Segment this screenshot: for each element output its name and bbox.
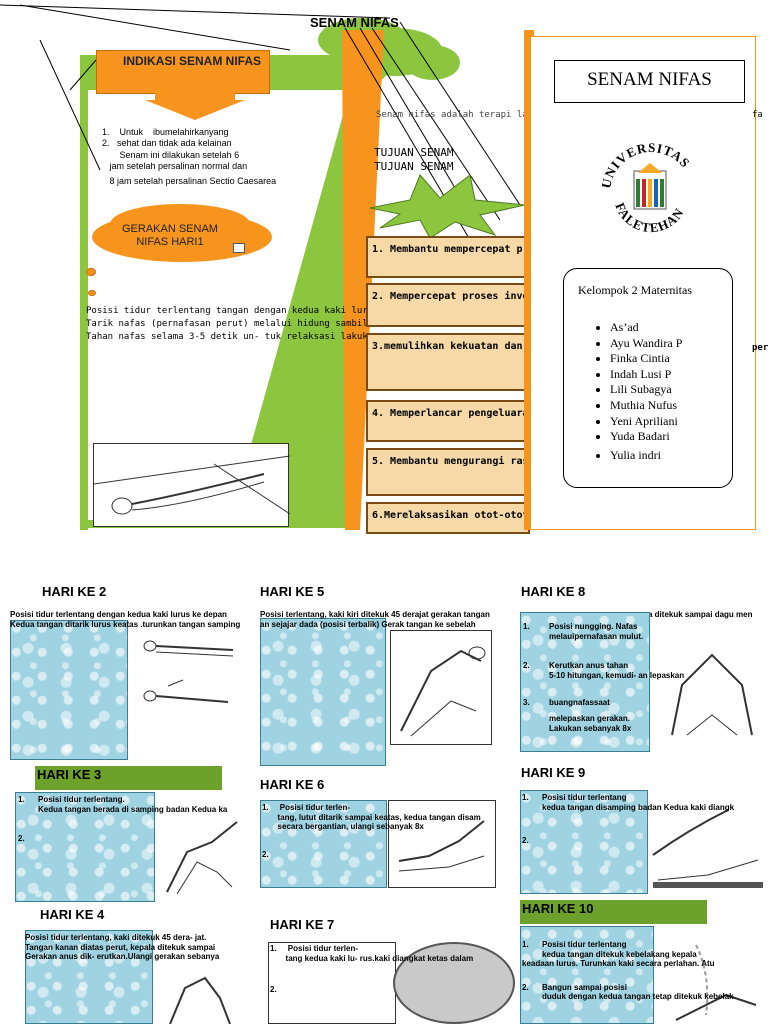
day10-header-bar xyxy=(520,900,707,924)
day8-title: HARI KE 8 xyxy=(521,584,586,599)
day8-item: 1.Posisi nungging. Nafas xyxy=(523,622,638,631)
step-4: 4. Memperlancar pengeluaran xyxy=(366,400,530,442)
member-list: As’ad Ayu Wandira P Finka Cintia Indah L… xyxy=(578,320,722,463)
exercise-image-day6 xyxy=(388,800,496,888)
day4-title: HARI KE 4 xyxy=(40,907,105,922)
exercise-image-day10 xyxy=(656,935,768,1024)
posisi-text: Posisi tidur terlentang tangan dengan ke… xyxy=(86,306,366,342)
decor-lines xyxy=(0,4,521,530)
day5-text: Posisi terlentang, kaki kiri ditekuk 45 … xyxy=(260,610,490,629)
water-panel xyxy=(15,792,155,902)
group-box: Kelompok 2 Maternitas As’ad Ayu Wandira … xyxy=(563,268,733,488)
day10-text: 1. Posisi tidur terlentang kedua tangan … xyxy=(522,940,734,1002)
fragment-text: fa xyxy=(752,110,763,120)
cloud-bubble xyxy=(88,290,96,296)
member-item: Yeni Apriliani xyxy=(610,414,722,430)
cloud-bubble xyxy=(86,268,96,276)
water-panel xyxy=(260,800,387,888)
member-item: Yulia indri xyxy=(610,448,722,464)
group-title: Kelompok 2 Maternitas xyxy=(578,283,692,297)
panel-edge xyxy=(524,30,534,530)
step-1: 1. Membantu mempercepat p xyxy=(366,236,530,278)
university-logo: UNIVERSITAS FALETEHAN xyxy=(598,135,704,235)
member-item: Muthia Nufus xyxy=(610,398,722,414)
day9-title: HARI KE 9 xyxy=(521,765,586,780)
brochure-cover xyxy=(530,36,756,530)
day8-list: 1.Posisi nungging. Nafas melauipernafasa… xyxy=(523,622,713,733)
senam-desc: Senam nifas adalah terapi lati xyxy=(376,110,539,120)
indikasi-item: Senam ini dilakukan setelah 6 xyxy=(102,149,240,160)
day8-item: 2.Kerutkan anus tahan xyxy=(523,661,629,671)
day6-title: HARI KE 6 xyxy=(260,777,325,792)
header-title: SENAM NIFAS xyxy=(310,15,399,30)
day9-text: 1. Posisi tidur terlentang kedua tangan … xyxy=(522,793,735,846)
indikasi-item: 8 jam setelah persalinan Sectio Caesarea xyxy=(102,176,277,186)
small-frame xyxy=(233,243,245,253)
water-panel xyxy=(520,926,654,1024)
day5-title: HARI KE 5 xyxy=(260,584,325,599)
indikasi-item: 2. sehat dan tidak ada kelainan xyxy=(102,138,232,149)
member-item: Indah Lusi P xyxy=(610,367,722,383)
indikasi-item: 1. Untuk ibumelahirkanyang xyxy=(102,127,229,137)
water-panel xyxy=(520,790,648,894)
member-item: Ayu Wandira P xyxy=(610,336,722,352)
day7-title: HARI KE 7 xyxy=(270,917,335,932)
fragment-text: per xyxy=(752,343,768,353)
day8-item: 3.buangnafassaat xyxy=(523,698,610,708)
day10-title: HARI KE 10 xyxy=(522,901,594,916)
step-2: 2. Mempercepat proses involu xyxy=(366,283,530,327)
indikasi-arrow xyxy=(145,92,245,120)
day3-text: 1. Posisi tidur terlentang. Kedua tangan… xyxy=(18,795,228,844)
exercise-image-day5 xyxy=(390,630,492,745)
water-panel xyxy=(25,930,153,1024)
exercise-image-day4 xyxy=(160,968,240,1024)
day6-text: 1. Posisi tidur terlen- tang, lutut dita… xyxy=(262,803,481,859)
day4-text: Posisi tidur terlentang, kaki ditekuk 45… xyxy=(25,933,220,962)
step-6: 6.Merelaksasikan otot-otot xyxy=(366,502,530,534)
step-5: 5. Membantu mengurangi rasa xyxy=(366,448,530,496)
gerakan-cloud-part xyxy=(110,204,250,244)
tujuan-title: TUJUAN SENAM TUJUAN SENAM xyxy=(374,146,454,173)
water-panel xyxy=(260,618,386,766)
step-3: 3.memulihkan kekuatan dan k xyxy=(366,333,530,391)
exercise-image-day9 xyxy=(648,800,768,892)
day3-header-bar xyxy=(35,766,222,790)
member-item: Yuda Badari xyxy=(610,429,722,445)
exercise-image-day1 xyxy=(93,443,291,527)
member-item: Lili Subagya xyxy=(610,382,722,398)
exercise-image-day3 xyxy=(157,812,247,902)
exercise-image-day2 xyxy=(138,630,248,745)
water-panel xyxy=(10,620,128,760)
indikasi-title: INDIKASI SENAM NIFAS xyxy=(96,50,270,94)
water-panel xyxy=(520,612,650,752)
day2-text: Posisi tidur terlentang dengan kedua kak… xyxy=(10,610,241,629)
day7-text: 1. Posisi tidur terlen- tang kedua kaki … xyxy=(270,944,474,995)
gerakan-title: GERAKAN SENAM NIFAS HARI1 xyxy=(122,223,218,248)
member-item: As’ad xyxy=(610,320,722,336)
indikasi-list: 1. Untuk ibumelahirkanyang 2. sehat dan … xyxy=(102,127,352,187)
day3-title: HARI KE 3 xyxy=(37,767,102,782)
green-panel-shape xyxy=(80,90,350,530)
member-item: Finka Cintia xyxy=(610,351,722,367)
indikasi-item: jam setelah persalinan normal dan xyxy=(102,160,248,171)
day2-title: HARI KE 2 xyxy=(42,584,107,599)
exercise-image-day8 xyxy=(652,625,768,750)
header-cloud-part xyxy=(405,45,460,80)
exercise-image-day7 xyxy=(393,942,515,1024)
brochure-title: SENAM NIFAS xyxy=(554,60,745,103)
star-burst xyxy=(369,174,526,239)
day8-fragment: a ditekuk sampai dagu men xyxy=(648,610,753,619)
